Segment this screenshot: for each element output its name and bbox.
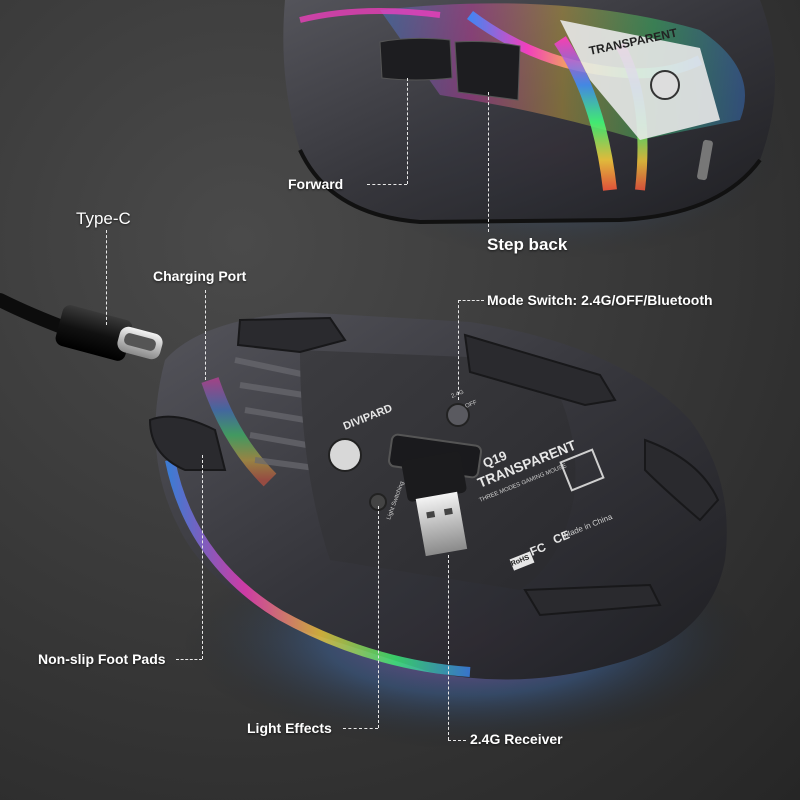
light-effects-callout: Light Effects [247, 720, 332, 736]
fc-print: FC [528, 540, 548, 559]
receiver-leader-h [448, 740, 466, 741]
mouse-underside: DIVIPARD Q19 TRANSPARENT THREE MODES GAM… [148, 312, 727, 680]
step-back-leader [488, 92, 489, 232]
forward-callout: Forward [288, 176, 344, 192]
receiver-callout: 2.4G Receiver [470, 731, 563, 747]
foot-pads-leader-v [202, 455, 203, 659]
type-c-cable [0, 293, 163, 361]
light-effects-leader-v [378, 506, 379, 728]
mouse-side-view: TRANSPARENT [283, 0, 775, 225]
charging-port-callout: Charging Port [153, 268, 247, 284]
step-back-callout: Step back [487, 235, 568, 254]
mode-switch-callout: Mode Switch: 2.4G/OFF/Bluetooth [487, 292, 713, 308]
ce-print: CE [551, 528, 572, 547]
forward-leader-v [407, 78, 408, 184]
type-c-leader [106, 230, 107, 325]
switch-off-print: OFF [465, 400, 479, 410]
type-c-callout: Type-C [76, 209, 131, 228]
switch-24g-print: 2.4G [451, 389, 466, 400]
non-slip-foot-pads-callout: Non-slip Foot Pads [38, 651, 166, 667]
receiver-leader-v [448, 555, 449, 740]
mode-switch-leader-v [458, 300, 459, 400]
forward-leader-h [367, 184, 407, 185]
mode-switch-leader-h [458, 300, 484, 301]
charging-port-leader [205, 290, 206, 380]
foot-pads-leader-h [176, 659, 202, 660]
light-effects-leader-h [343, 728, 378, 729]
